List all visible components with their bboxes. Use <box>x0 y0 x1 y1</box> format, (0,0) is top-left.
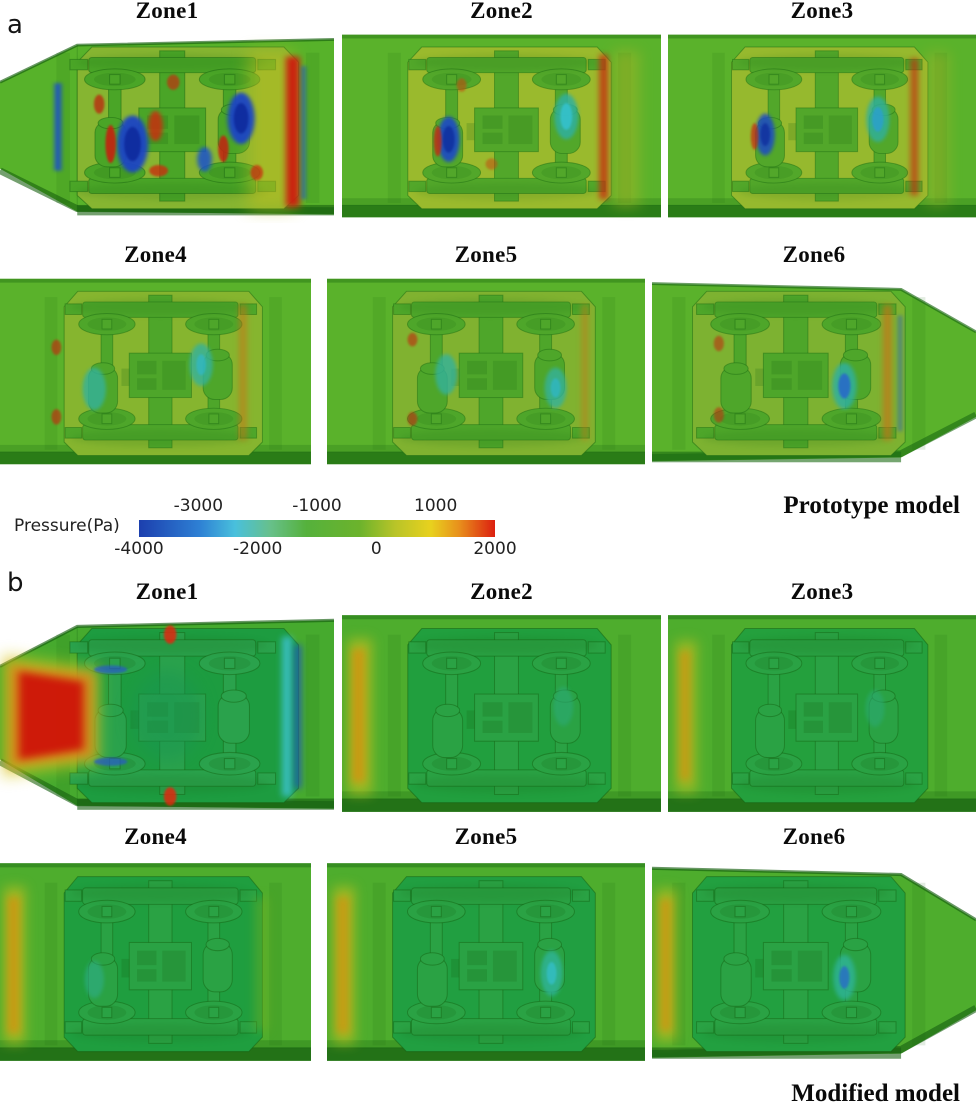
colorbar-tick-bottom-1: -2000 <box>232 539 283 559</box>
zone-title-a-zone3: Zone3 <box>790 0 854 23</box>
zone-image-b-zone3 <box>668 608 976 818</box>
pressure-colorbar: Pressure(Pa) -3000 -1000 1000 -4000 -2000 0 2… <box>0 492 540 562</box>
zone-title-a-zone2: Zone2 <box>470 0 533 23</box>
colorbar-tick-top-1: -1000 <box>292 496 342 516</box>
zone-title-a-zone1: Zone1 <box>135 0 199 23</box>
zone-image-b-zone2 <box>342 608 661 818</box>
colorbar-gradient <box>139 520 495 537</box>
colorbar-bottom-ticks: -4000 -2000 0 2000 <box>114 539 516 559</box>
zone-image-b-zone5 <box>327 856 645 1067</box>
zone-title-b-zone4: Zone4 <box>124 824 187 849</box>
zone-title-b-zone6: Zone6 <box>782 824 846 849</box>
zone-image-a-zone6 <box>652 272 976 470</box>
colorbar-tick-bottom-0: -4000 <box>114 539 164 559</box>
colorbar-tick-bottom-3: 2000 <box>473 539 517 559</box>
zone-title-b-zone3: Zone3 <box>790 579 854 604</box>
zone-image-a-zone4 <box>0 272 311 470</box>
zone-title-b-zone2: Zone2 <box>470 579 533 604</box>
colorbar-tick-top-0: -3000 <box>173 496 224 516</box>
zone-title-a-zone4: Zone4 <box>124 242 187 267</box>
panel-a-caption: Prototype model <box>783 492 960 519</box>
panel-a-label: a <box>7 10 23 40</box>
panel-b-label: b <box>7 568 24 598</box>
zone-title-a-zone5: Zone5 <box>454 242 518 267</box>
zone-image-b-zone4 <box>0 856 311 1067</box>
colorbar-tick-top-2: 1000 <box>414 496 458 516</box>
zone-title-b-zone5: Zone5 <box>454 824 518 849</box>
zone-title-b-zone1: Zone1 <box>135 579 199 604</box>
zone-image-b-zone1 <box>0 608 334 818</box>
zone-image-a-zone2 <box>342 28 661 223</box>
panel-b-caption: Modified model <box>791 1080 960 1107</box>
colorbar-label: Pressure(Pa) <box>14 516 120 536</box>
colorbar-top-ticks: -3000 -1000 1000 <box>139 496 495 516</box>
zone-image-a-zone5 <box>327 272 645 470</box>
zone-image-a-zone3 <box>668 28 976 223</box>
zone-image-a-zone1 <box>0 28 334 223</box>
zone-title-a-zone6: Zone6 <box>782 242 846 267</box>
zone-image-b-zone6 <box>652 856 976 1067</box>
colorbar-tick-bottom-2: 0 <box>370 539 382 559</box>
